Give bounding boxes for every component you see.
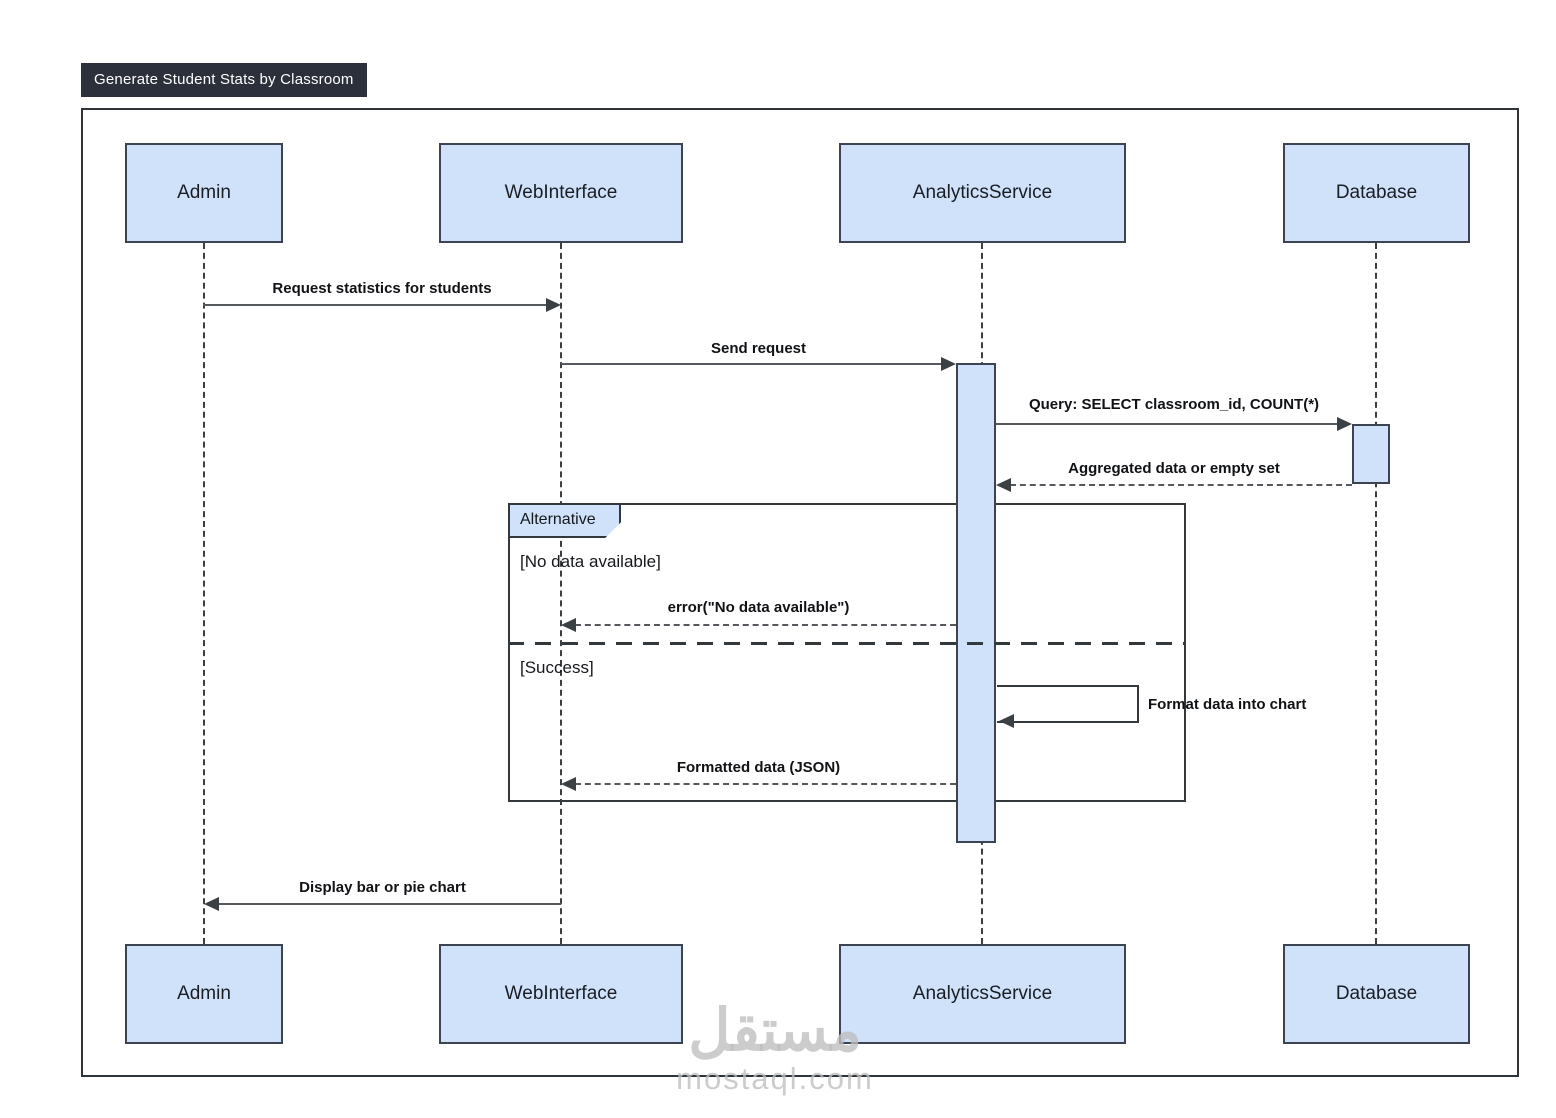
message-line-aggregated (1010, 484, 1352, 486)
message-line-query (996, 423, 1338, 425)
message-line-formatted (575, 783, 956, 785)
actor-box-database-top: Database (1283, 143, 1470, 243)
activation-bar-database (1352, 424, 1390, 484)
message-label-error: error("No data available") (667, 599, 850, 616)
actor-box-database-bottom: Database (1283, 944, 1470, 1044)
activation-bar-analyticsservice (956, 363, 996, 843)
actor-box-webinterface-top: WebInterface (439, 143, 683, 243)
message-label-formatted: Formatted data (JSON) (676, 759, 841, 776)
message-line-display (218, 903, 561, 905)
actor-label: AnalyticsService (912, 182, 1053, 203)
alt-fragment-frame (508, 503, 1186, 802)
actor-label: WebInterface (504, 983, 618, 1004)
message-label-request-stats: Request statistics for students (272, 280, 492, 297)
alt-guard-no-data: [No data available] (520, 552, 661, 571)
message-line-request-stats (203, 304, 547, 306)
arrowhead-icon (546, 298, 561, 312)
diagram-title: Generate Student Stats by Classroom (81, 63, 367, 97)
alt-divider (508, 642, 1186, 645)
message-label-query: Query: SELECT classroom_id, COUNT(*) (1028, 396, 1320, 413)
message-label-display: Display bar or pie chart (299, 879, 466, 896)
message-line-error (575, 624, 956, 626)
arrowhead-icon (999, 714, 1014, 728)
lifeline-database (1375, 243, 1377, 944)
actor-box-analyticsservice-bottom: AnalyticsService (839, 944, 1126, 1044)
diagram-frame (81, 108, 1519, 1077)
message-label-send-request: Send request (710, 340, 807, 357)
actor-label: Database (1335, 983, 1418, 1004)
arrowhead-icon (1337, 417, 1352, 431)
self-message-loop (997, 685, 1139, 723)
alt-fragment-tab: Alternative (508, 503, 621, 538)
lifeline-webinterface (560, 243, 562, 944)
actor-label: Database (1335, 182, 1418, 203)
alt-guard-success: [Success] (520, 658, 594, 677)
actor-label: AnalyticsService (912, 983, 1053, 1004)
actor-label: Admin (177, 182, 231, 203)
actor-box-webinterface-bottom: WebInterface (439, 944, 683, 1044)
actor-box-analyticsservice-top: AnalyticsService (839, 143, 1126, 243)
arrowhead-icon (204, 897, 219, 911)
message-label-format: Format data into chart (1148, 696, 1307, 713)
arrowhead-icon (996, 478, 1011, 492)
actor-box-admin-top: Admin (125, 143, 283, 243)
arrowhead-icon (561, 777, 576, 791)
actor-label: WebInterface (504, 182, 618, 203)
message-label-aggregated: Aggregated data or empty set (1068, 460, 1280, 477)
arrowhead-icon (561, 618, 576, 632)
arrowhead-icon (941, 357, 956, 371)
actor-box-admin-bottom: Admin (125, 944, 283, 1044)
message-line-send-request (561, 363, 942, 365)
actor-label: Admin (177, 983, 231, 1004)
lifeline-admin (203, 243, 205, 944)
